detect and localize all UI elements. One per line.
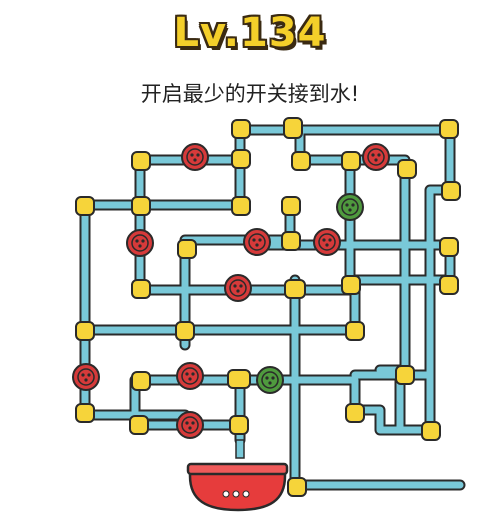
valve-closed-icon[interactable] — [176, 411, 204, 439]
valve-switch[interactable] — [256, 366, 284, 394]
pipe-joint — [231, 196, 251, 216]
pipe-joint — [341, 151, 361, 171]
valve-open-icon[interactable] — [336, 193, 364, 221]
pipe-joint — [439, 119, 459, 139]
pipe-joint — [439, 275, 459, 295]
pipe-joint — [75, 321, 95, 341]
pipe-joint — [281, 231, 301, 251]
red-bowl-icon — [186, 462, 289, 512]
pipe-joint — [421, 421, 441, 441]
pipe-joint — [439, 237, 459, 257]
pipe-joint — [227, 369, 251, 389]
pipe-joints — [75, 117, 461, 497]
valve-switch[interactable] — [243, 228, 271, 256]
pipe-joint — [341, 275, 361, 295]
instruction-text: 开启最少的开关接到水! — [140, 82, 360, 106]
pipe-joint — [287, 477, 307, 497]
valve-switch[interactable] — [313, 228, 341, 256]
valve-switch[interactable] — [176, 362, 204, 390]
valve-closed-icon[interactable] — [224, 274, 252, 302]
pipe-joint — [441, 181, 461, 201]
valve-closed-icon[interactable] — [362, 143, 390, 171]
valve-open-icon[interactable] — [256, 366, 284, 394]
pipe-joint — [129, 415, 149, 435]
pipe-joint — [131, 279, 151, 299]
pipe-joint — [231, 119, 251, 139]
water-drip — [235, 439, 245, 459]
valve-closed-icon[interactable] — [181, 143, 209, 171]
valve-switch[interactable] — [224, 274, 252, 302]
pipe-joint — [131, 371, 151, 391]
pipe-joint — [397, 159, 417, 179]
pipe-joint — [75, 196, 95, 216]
valve-switch[interactable] — [176, 411, 204, 439]
valve-switch[interactable] — [126, 229, 154, 257]
pipe-joint — [131, 196, 151, 216]
pipe-joint — [131, 151, 151, 171]
pipe-joint — [229, 415, 249, 435]
pipe-joint — [175, 321, 195, 341]
valve-switch[interactable] — [181, 143, 209, 171]
valve-switch[interactable] — [362, 143, 390, 171]
valves[interactable] — [72, 143, 390, 439]
pipe-joint — [177, 239, 197, 259]
pipe-joint — [345, 321, 365, 341]
pipe-joint — [281, 196, 301, 216]
valve-closed-icon[interactable] — [72, 363, 100, 391]
valve-switch[interactable] — [72, 363, 100, 391]
valve-closed-icon[interactable] — [176, 362, 204, 390]
pipe-joint — [283, 117, 303, 139]
valve-closed-icon[interactable] — [243, 228, 271, 256]
level-title: Lv.134 — [173, 10, 327, 56]
pipe-joint — [291, 151, 311, 171]
valve-closed-icon[interactable] — [313, 228, 341, 256]
valve-closed-icon[interactable] — [126, 229, 154, 257]
valve-switch[interactable] — [336, 193, 364, 221]
pipe-joint — [395, 365, 415, 385]
pipe-joint — [231, 149, 251, 169]
pipe-joint — [284, 279, 306, 299]
pipe-joint — [345, 403, 365, 423]
pipe-joint — [75, 403, 95, 423]
